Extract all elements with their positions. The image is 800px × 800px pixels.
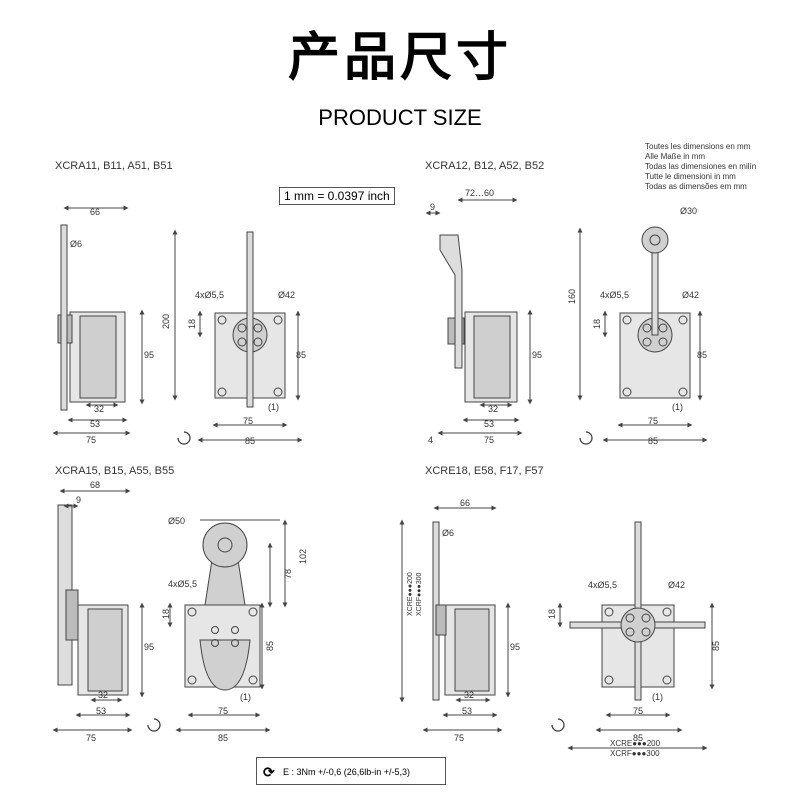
bl-dim-68: 68: [90, 480, 100, 490]
br-dim-b85: 85: [633, 733, 643, 743]
tl-dim-18: 18: [187, 319, 197, 329]
torque-icon: [177, 431, 191, 445]
bl-dim-9: 9: [76, 495, 81, 505]
model-label-bottom-left: XCRA15, B15, A55, B55: [55, 465, 175, 477]
tr-side-view: [425, 197, 533, 436]
torque-text: E : 3Nm +/-0,6 (26,6lb-in +/-5,3): [283, 767, 411, 777]
tr-dim-85: 85: [697, 350, 707, 360]
bl-dim-53: 53: [96, 706, 106, 716]
bl-dim-78: 78: [283, 569, 293, 579]
torque-icon: [551, 718, 565, 732]
torque-icon: ⟳: [263, 764, 275, 780]
tl-dim-d42: Ø42: [278, 290, 295, 300]
lang-note-it: Tutte le dimensioni in mm: [645, 172, 736, 181]
bl-note-1: (1): [240, 692, 251, 702]
bl-dim-18: 18: [161, 609, 171, 619]
tl-dim-d6: Ø6: [70, 239, 82, 249]
tr-front-view: [577, 226, 708, 443]
torque-icon: [579, 431, 593, 445]
tl-dim-95: 95: [144, 350, 154, 360]
lang-note-pt: Todas as dimensões em mm: [645, 182, 747, 191]
bl-dim-holes: 4xØ5,5: [168, 579, 197, 589]
tr-dim-32: 32: [488, 404, 498, 414]
model-label-bottom-right: XCRE18, E58, F17, F57: [425, 465, 544, 477]
bl-side-view: [52, 488, 145, 733]
br-dim-95: 95: [510, 642, 520, 652]
tr-dim-holes: 4xØ5,5: [600, 290, 629, 300]
tl-front-view: [172, 229, 303, 443]
tl-dim-b75: 75: [243, 416, 253, 426]
tl-dim-32: 32: [94, 404, 104, 414]
tr-dim-75: 75: [484, 435, 494, 445]
br-dim-18: 18: [547, 609, 557, 619]
torque-note-box: ⟳ E : 3Nm +/-0,6 (26,6lb-in +/-5,3): [256, 757, 446, 785]
tr-dim-53: 53: [484, 419, 494, 429]
dimension-language-notes: Toutes les dimensions en mm Alle Maße in…: [645, 142, 756, 192]
tr-dim-d42: Ø42: [682, 290, 699, 300]
br-dim-85: 85: [711, 641, 721, 651]
unit-conversion-box: 1 mm = 0.0397 inch: [279, 187, 395, 205]
br-dim-53: 53: [462, 706, 472, 716]
bl-dim-95: 95: [144, 642, 154, 652]
tl-dim-53: 53: [90, 419, 100, 429]
bl-dim-b85: 85: [218, 733, 228, 743]
model-label-top-right: XCRA12, B12, A52, B52: [425, 160, 545, 172]
br-dim-xcrf-300: XCRF●●●300: [416, 572, 423, 616]
lang-note-fr: Toutes les dimensions en mm: [645, 142, 751, 151]
tl-dim-66: 66: [90, 207, 100, 217]
tr-dim-160: 160: [567, 289, 577, 304]
tr-dim-9: 9: [430, 202, 435, 212]
tr-dim-72-60: 72…60: [465, 188, 494, 198]
bl-dim-b75: 75: [218, 706, 228, 716]
br-dim-66: 66: [460, 498, 470, 508]
br-front-view: [557, 521, 715, 751]
tl-dim-200: 200: [161, 314, 171, 329]
bl-dim-d50: Ø50: [168, 516, 185, 526]
br-dim-d6: Ø6: [442, 528, 454, 538]
tr-dim-18: 18: [592, 319, 602, 329]
tr-dim-4: 4: [428, 435, 433, 445]
br-dim-32: 32: [464, 690, 474, 700]
tl-dim-75: 75: [86, 435, 96, 445]
tl-dim-85: 85: [296, 350, 306, 360]
lang-note-es: Todas las dimensiones en milín: [645, 162, 757, 171]
page-title: 产品尺寸: [287, 28, 512, 88]
page-subtitle: PRODUCT SIZE: [318, 105, 482, 130]
bl-front-view: [167, 519, 288, 733]
torque-icon: [147, 718, 161, 732]
tr-dim-b85: 85: [648, 436, 658, 446]
tl-dim-holes: 4xØ5,5: [195, 290, 224, 300]
br-dim-d42: Ø42: [668, 580, 685, 590]
br-dim-b75: 75: [633, 706, 643, 716]
br-note-1: (1): [652, 692, 663, 702]
tr-dim-d30: Ø30: [680, 206, 697, 216]
bl-dim-75: 75: [86, 733, 96, 743]
bl-dim-32: 32: [98, 690, 108, 700]
tr-dim-b75: 75: [648, 416, 658, 426]
model-label-top-left: XCRA11, B11, A51, B51: [55, 160, 173, 172]
lang-note-de: Alle Maße in mm: [645, 152, 706, 161]
tr-note-1: (1): [672, 402, 683, 412]
bl-dim-85: 85: [265, 641, 275, 651]
tl-side-view: [52, 205, 145, 436]
tl-note-1: (1): [268, 402, 279, 412]
bl-dim-102: 102: [298, 549, 308, 564]
tr-dim-95: 95: [532, 350, 542, 360]
tl-dim-b85: 85: [245, 436, 255, 446]
br-dim-75: 75: [454, 733, 464, 743]
br-dim-bottom-300: XCRF●●●300: [610, 749, 660, 758]
br-dim-xcre-200: XCRE●●●200: [407, 572, 414, 616]
torque-symbol-icons: [147, 431, 593, 732]
br-side-view: [399, 505, 511, 733]
br-dim-holes: 4xØ5,5: [588, 580, 617, 590]
br-dim-bottom-200: XCRE●●●200: [610, 739, 661, 748]
